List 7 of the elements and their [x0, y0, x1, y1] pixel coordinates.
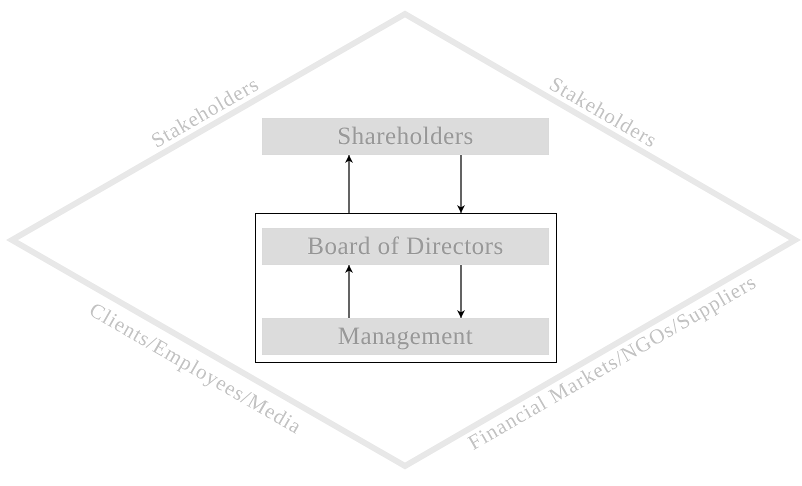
- arrow: [345, 155, 353, 213]
- label-box: Shareholders: [262, 118, 549, 155]
- arrow: [345, 265, 353, 318]
- arrow: [457, 155, 465, 213]
- label-box: Management: [262, 318, 549, 355]
- label-box: Board of Directors: [262, 228, 549, 265]
- arrow: [457, 265, 465, 318]
